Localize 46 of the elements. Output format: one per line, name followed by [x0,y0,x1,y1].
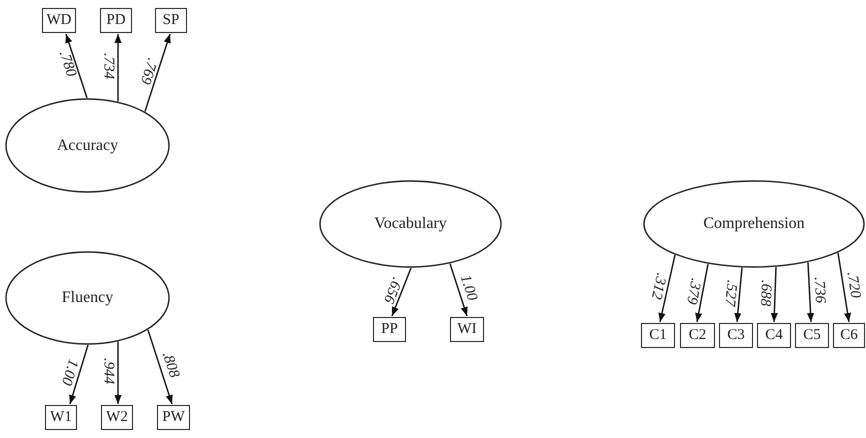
arrow [449,263,468,316]
arrow [144,34,171,112]
arrow [65,34,88,98]
factor-label: Fluency [62,289,114,307]
arrow [837,252,852,322]
indicator-box: C6 [833,323,865,348]
arrow [114,34,122,102]
indicator-box: SP [155,8,187,33]
edge-label: .944 [100,358,116,384]
factor-label: Accuracy [56,136,118,154]
edge-label: .688 [757,279,773,306]
edge-label: .720 [844,271,863,300]
indicator-box: C3 [719,323,753,348]
arrow [391,268,412,316]
arrow [147,330,173,404]
factor-label: Vocabulary [374,215,447,233]
arrow [734,268,743,322]
arrow [114,342,122,404]
edge-label: .656 [380,275,404,305]
edge-label: .379 [682,276,702,306]
arrow [806,262,814,322]
indicator-box: C5 [795,323,829,348]
indicator-box: WI [450,317,484,342]
indicator-box: W2 [101,405,133,430]
indicator-box: W1 [45,405,77,430]
edge-label: .808 [158,350,181,380]
indicator-box: PW [157,405,190,430]
arrow [770,267,778,322]
edge-label: .769 [136,56,160,86]
edge-label: .736 [811,276,828,304]
edge-label: .312 [648,272,668,301]
indicator-box: WD [42,8,76,33]
edge-label: .734 [100,52,116,79]
edge-label: .527 [720,279,738,307]
edge-label: 1.00 [58,358,80,388]
arrow [695,264,709,322]
indicator-box: C4 [757,323,791,348]
indicator-box: C2 [680,323,715,348]
indicator-box: PD [100,8,132,33]
arrow [69,344,89,404]
indicator-box: C1 [641,323,675,348]
edge-label: .780 [56,49,78,79]
arrow [658,254,676,322]
edge-label: 1.00 [456,273,480,303]
indicator-box: PP [373,317,406,342]
factor-label: Comprehension [703,215,805,233]
